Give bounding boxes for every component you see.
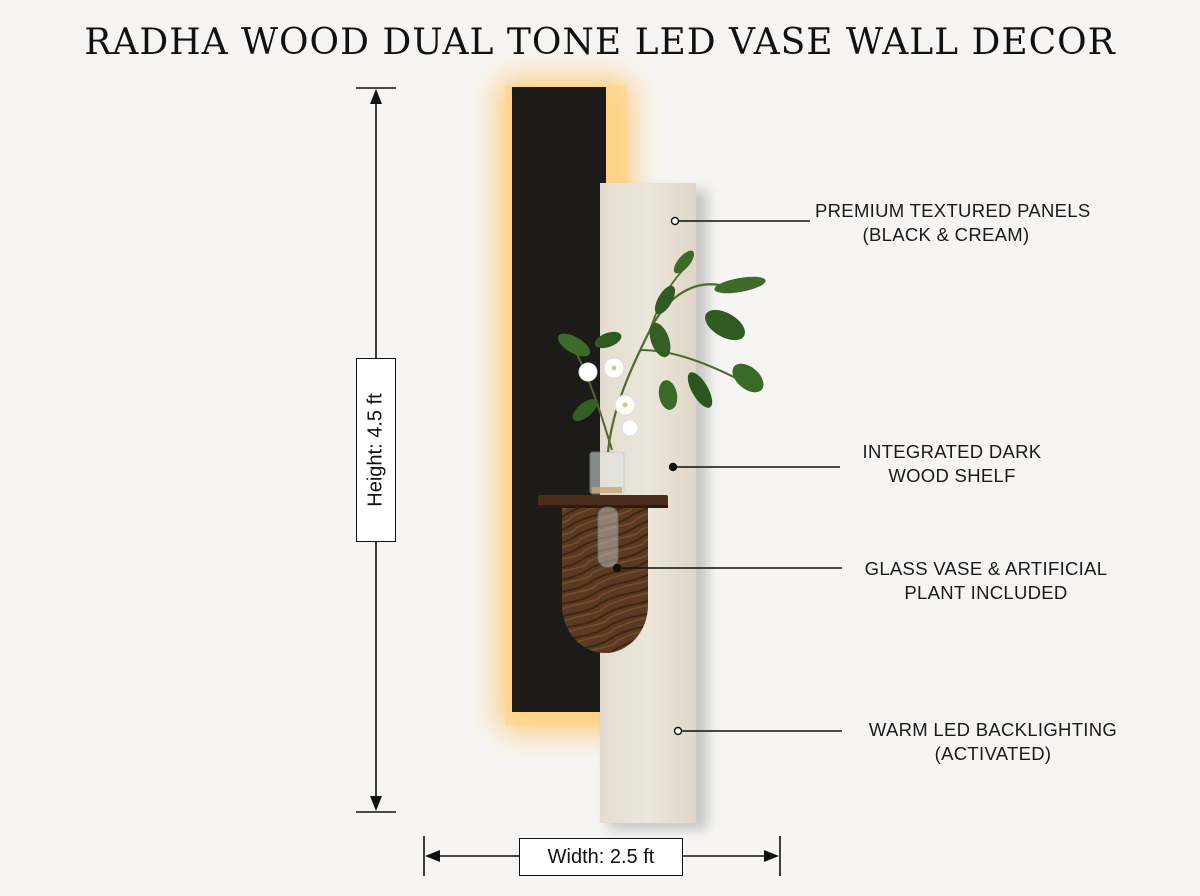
width-label: Width: 2.5 ft — [519, 838, 683, 876]
callout-leaders — [612, 216, 842, 736]
callout-line: WARM LED BACKLIGHTING — [868, 719, 1118, 740]
callout-line: PREMIUM TEXTURED PANELS — [815, 200, 1091, 221]
height-label: Height: 4.5 ft — [356, 358, 396, 542]
callout-line: PLANT INCLUDED — [904, 582, 1068, 603]
callout-glass-vase: GLASS VASE & ARTIFICIAL PLANT INCLUDED — [848, 557, 1124, 605]
wood-vase-holder — [562, 505, 648, 653]
callout-line: GLASS VASE & ARTIFICIAL — [864, 558, 1108, 579]
callout-line: INTEGRATED DARK — [862, 441, 1042, 462]
callout-led-backlighting: WARM LED BACKLIGHTING (ACTIVATED) — [848, 718, 1138, 766]
glass-vase — [589, 451, 625, 568]
callout-line: (ACTIVATED) — [934, 743, 1052, 764]
callout-line: (BLACK & CREAM) — [862, 224, 1030, 245]
wood-shelf — [538, 495, 668, 507]
page-title: RADHA WOOD DUAL TONE LED VASE WALL DECOR — [84, 22, 1116, 63]
width-dimension-line — [423, 836, 781, 876]
artificial-plant — [557, 250, 766, 453]
callout-textured-panels: PREMIUM TEXTURED PANELS (BLACK & CREAM) — [815, 199, 1091, 247]
callout-wood-shelf: INTEGRATED DARK WOOD SHELF — [842, 440, 1062, 488]
height-text: Height: 4.5 ft — [364, 393, 387, 507]
callout-line: WOOD SHELF — [888, 465, 1016, 486]
height-dimension-line — [356, 87, 396, 813]
